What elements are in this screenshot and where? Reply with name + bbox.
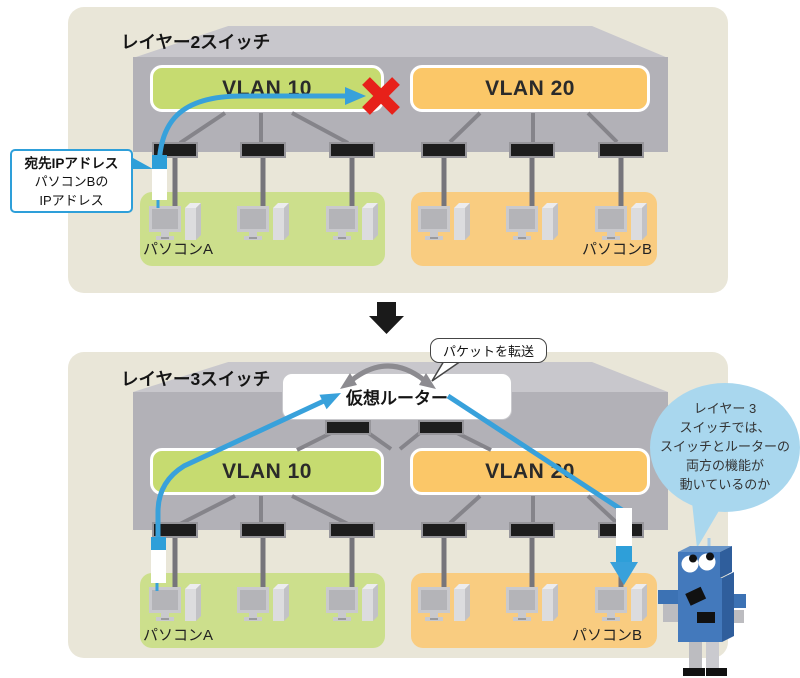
down-arrow-icon [369,302,404,334]
callout-line1: 宛先IPアドレス [24,156,119,171]
speech-line: スイッチでは、 [679,420,771,436]
switch-port [329,522,375,538]
pc-a-label-top: パソコンA [143,241,214,258]
vlan20-box-top: VLAN 20 [410,65,650,112]
speech-line: 両方の機能が [685,457,764,473]
router-port [418,420,464,435]
vlan10-box-top: VLAN 10 [150,65,384,112]
switch-port [152,522,198,538]
switch-port [598,522,644,538]
switch-port [329,142,375,158]
switch-port [509,522,555,538]
switch-port [240,142,286,158]
destination-ip-callout: 宛先IPアドレス パソコンBの IPアドレス [10,149,133,213]
switch-port [421,522,467,538]
vlan20-label-top: VLAN 20 [485,76,575,100]
switch-port [421,142,467,158]
vlan10-box-bottom: VLAN 10 [150,448,384,495]
vlan10-label-top: VLAN 10 [222,76,312,100]
layer3-switch-label: レイヤー3スイッチ [121,369,271,389]
switch-port [598,142,644,158]
switch-port [152,142,198,158]
vlan10-label-bottom: VLAN 10 [222,459,312,483]
virtual-router-box: 仮想ルーター [282,373,512,420]
speech-bubble: レイヤー 3 スイッチでは、 スイッチとルーターの 両方の機能が 動いているのか [650,383,800,512]
pc-a-label-bottom: パソコンA [143,627,214,644]
callout-line3: IPアドレス [39,192,104,208]
pc-b-label-top: パソコンB [581,241,652,258]
speech-line: 動いているのか [679,476,771,492]
vlan20-box-bottom: VLAN 20 [410,448,650,495]
layer2-switch-roof [133,26,668,58]
speech-line: レイヤー 3 [693,401,757,417]
speech-line: スイッチとルーターの [659,439,790,455]
forward-packet-label: パケットを転送 [442,344,534,359]
virtual-router-label: 仮想ルーター [346,389,448,408]
switch-port [509,142,555,158]
switch-port [240,522,286,538]
forward-packet-bubble: パケットを転送 [430,338,547,363]
router-port [325,420,371,435]
pc-b-label-bottom: パソコンB [571,627,642,644]
layer2-switch-label: レイヤー2スイッチ [121,32,271,52]
callout-line2: パソコンBの [34,174,109,190]
vlan20-label-bottom: VLAN 20 [485,459,575,483]
